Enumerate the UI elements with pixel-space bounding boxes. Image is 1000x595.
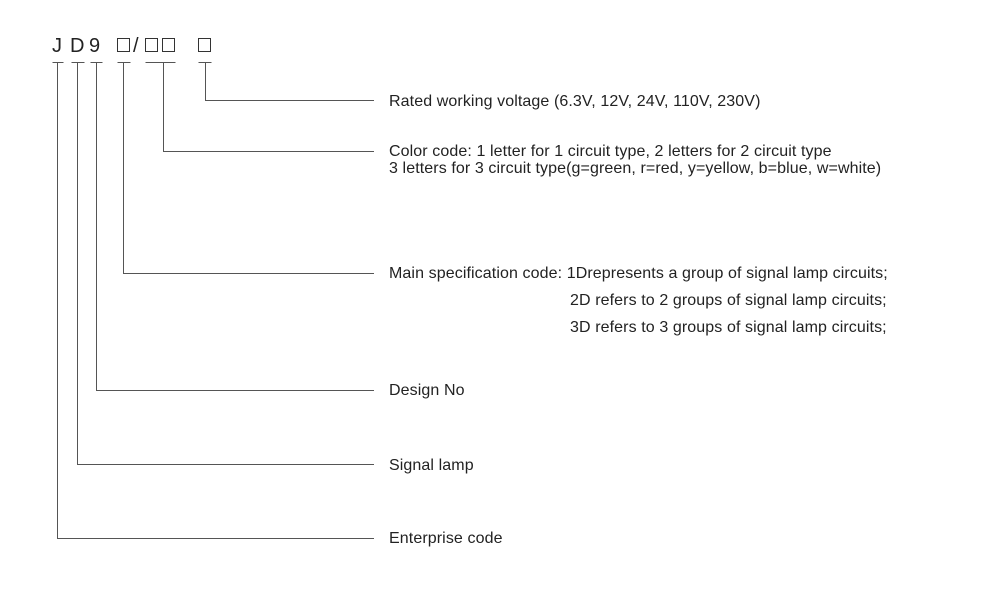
leader-voltage — [205, 62, 374, 101]
leader-color — [163, 62, 374, 152]
leader-signal — [77, 62, 374, 465]
code-digit-9: 9 — [89, 35, 101, 57]
code-separator: / — [133, 35, 139, 57]
placeholder-box-spec — [117, 38, 130, 52]
placeholder-box-color-2 — [162, 38, 175, 52]
label-rated-voltage: Rated working voltage (6.3V, 12V, 24V, 1… — [389, 93, 761, 110]
code-letter-d: D — [70, 35, 85, 57]
label-main-spec-line2: 2D refers to 2 groups of signal lamp cir… — [570, 292, 887, 309]
label-design-no: Design No — [389, 382, 465, 399]
leader-design — [96, 62, 374, 391]
label-enterprise-code: Enterprise code — [389, 530, 503, 547]
label-main-spec-line1: Main specification code: 1Drepresents a … — [389, 265, 888, 282]
label-main-spec-line3: 3D refers to 3 groups of signal lamp cir… — [570, 319, 887, 336]
label-signal-lamp: Signal lamp — [389, 457, 474, 474]
placeholder-box-voltage — [198, 38, 211, 52]
leader-enterprise — [57, 62, 374, 539]
label-color-code-line1: Color code: 1 letter for 1 circuit type,… — [389, 143, 832, 160]
code-letter-j: J — [52, 35, 62, 57]
leader-main-spec — [123, 62, 374, 274]
label-color-code-line2: 3 letters for 3 circuit type(g=green, r=… — [389, 160, 882, 177]
placeholder-box-color-1 — [145, 38, 158, 52]
